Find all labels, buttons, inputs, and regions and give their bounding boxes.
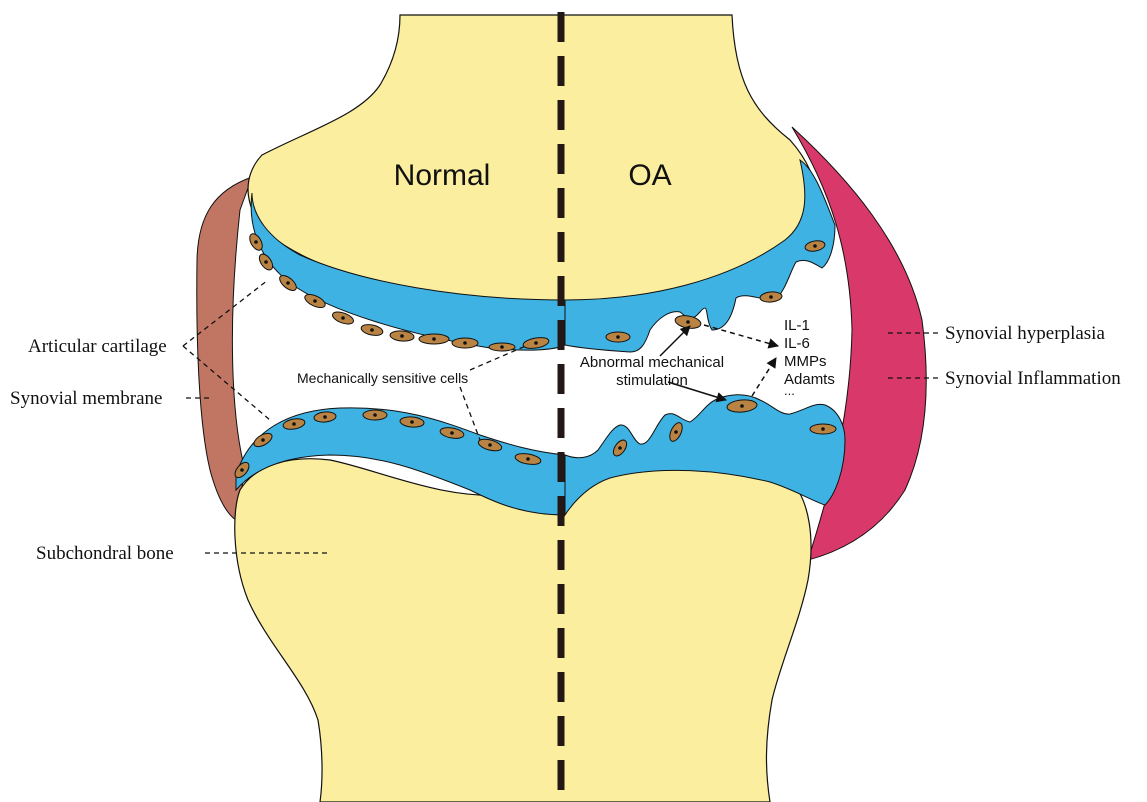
mediators-list: IL-1 IL-6 MMPs Adamts ... [784, 317, 835, 398]
mediator-item: IL-6 [784, 335, 810, 352]
cell-nucleus [313, 299, 317, 303]
cell-nucleus [264, 260, 268, 264]
arrow-cell-to-mediators-upper [704, 325, 778, 346]
cell-nucleus [286, 281, 290, 285]
cell-nucleus [410, 420, 414, 424]
label-abnormal-mechanical-line1: Abnormal mechanical [580, 354, 724, 371]
cell-nucleus [323, 415, 327, 419]
panel-label-oa: OA [628, 159, 671, 192]
label-mechanically-sensitive-cells: Mechanically sensitive cells [297, 370, 468, 386]
cell-nucleus [292, 422, 296, 426]
cell-nucleus [616, 335, 620, 339]
mediator-item: MMPs [784, 353, 827, 370]
arrow-cell-to-mediators-lower [752, 358, 776, 396]
cell-nucleus [618, 446, 622, 450]
cell-nucleus [450, 431, 454, 435]
panel-label-normal: Normal [394, 159, 491, 192]
cell-nucleus [400, 334, 404, 338]
cell-nucleus [488, 443, 492, 447]
cell-nucleus [254, 240, 258, 244]
cell-nucleus [769, 295, 773, 299]
cell-nucleus [813, 244, 817, 248]
label-synovial-membrane: Synovial membrane [10, 388, 163, 409]
cell-nucleus [432, 337, 436, 341]
label-articular-cartilage: Articular cartilage [28, 336, 167, 357]
cell-nucleus [740, 404, 744, 408]
cell-nucleus [261, 438, 265, 442]
arrow-stimulation-upper [660, 326, 690, 356]
label-synovial-inflammation: Synovial Inflammation [945, 368, 1121, 389]
cell-nucleus [686, 320, 690, 324]
cell-nucleus [373, 413, 377, 417]
cell-nucleus [500, 345, 504, 349]
mediator-item: IL-1 [784, 317, 810, 334]
label-synovial-hyperplasia: Synovial hyperplasia [945, 323, 1105, 344]
cell-nucleus [463, 341, 467, 345]
upper-bone [248, 15, 816, 309]
mediator-item: ... [784, 383, 795, 398]
label-abnormal-mechanical-line2: stimulation [616, 372, 688, 389]
cell-nucleus [526, 457, 530, 461]
cell-nucleus [821, 427, 825, 431]
cell-nucleus [341, 316, 345, 320]
cell-nucleus [240, 468, 244, 472]
cell-nucleus [674, 430, 678, 434]
label-subchondral-bone: Subchondral bone [36, 543, 174, 564]
cell-nucleus [370, 328, 374, 332]
cell-nucleus [534, 341, 538, 345]
